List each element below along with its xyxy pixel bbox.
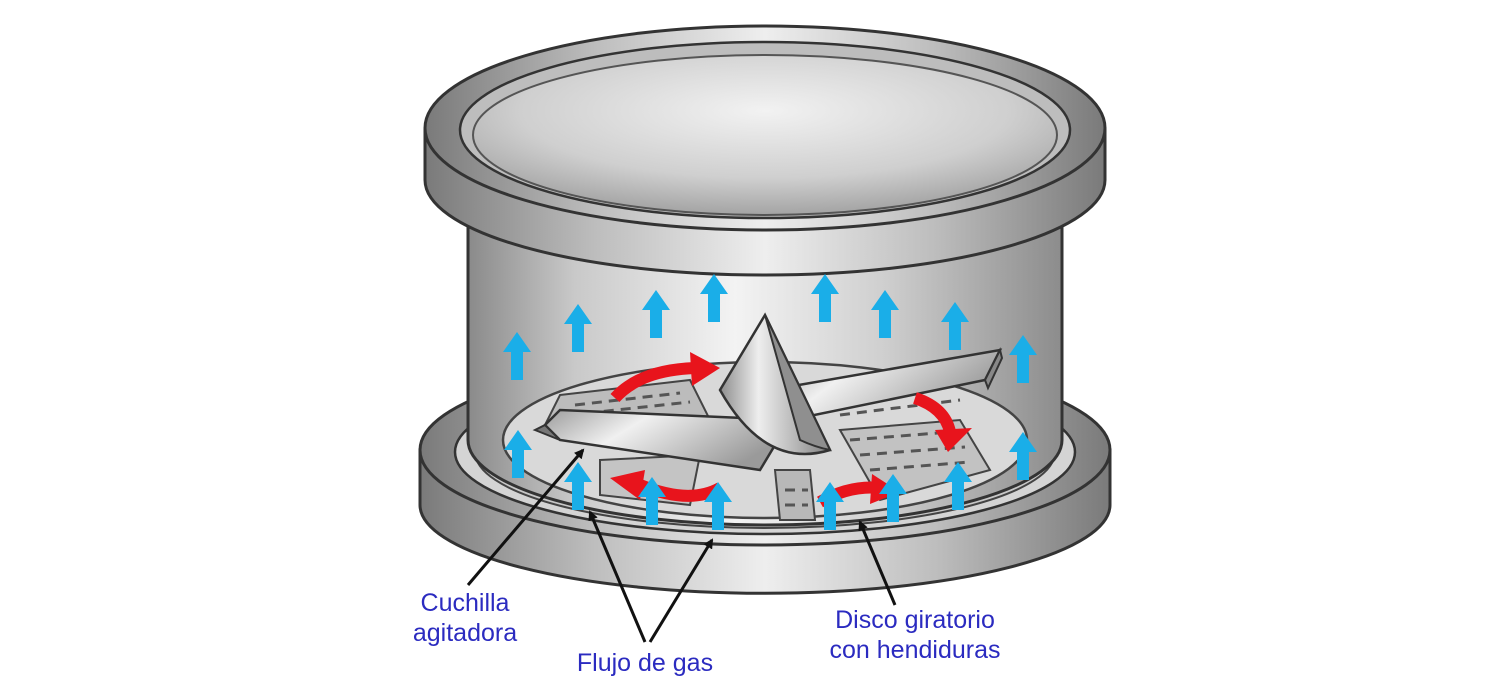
agitator-blade [532, 312, 1004, 472]
rotation-arrow [610, 362, 696, 403]
pointer-lines [466, 448, 897, 643]
rotation-arrow [912, 392, 956, 434]
upper-rim [423, 24, 1107, 277]
label-blade-line1: Cuchilla [420, 589, 510, 617]
pointer-arrow-icon [648, 538, 714, 643]
label-disc-line2: con hendiduras [829, 636, 1001, 664]
label-blade: Cuchilla agitadora [395, 588, 535, 648]
pointer-arrow-icon [466, 448, 585, 586]
label-gas-flow: Flujo de gas [555, 648, 735, 678]
pointer-arrow-icon [588, 510, 647, 643]
pointer-arrow-icon [858, 520, 897, 606]
label-disc: Disco giratorio con hendiduras [800, 605, 1030, 665]
label-blade-line2: agitadora [412, 619, 518, 647]
label-disc-line1: Disco giratorio [835, 606, 995, 634]
rotation-arrow-heads [610, 352, 972, 504]
label-gas-flow-line1: Flujo de gas [576, 649, 714, 677]
